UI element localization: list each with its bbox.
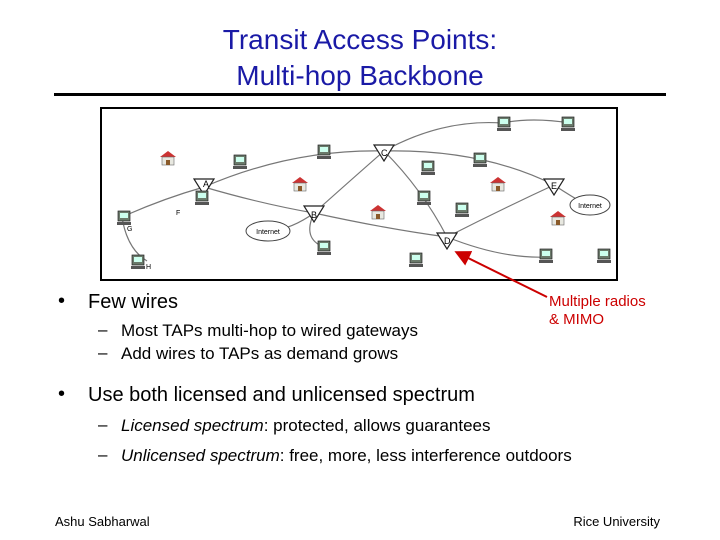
callout-line-2: & MIMO [549, 311, 604, 328]
title-line-1: Transit Access Points: [222, 24, 498, 55]
sub-dash-4: – [98, 445, 108, 464]
bullet-dot-1: • [58, 290, 66, 312]
bullet-dot-2: • [58, 383, 66, 405]
slide-title: Transit Access Points: Multi-hop Backbon… [0, 22, 720, 94]
unlicensed-term: Unlicensed spectrum [121, 446, 280, 465]
tap-nodes [192, 144, 566, 251]
internet-cloud-right [569, 194, 611, 216]
callout-line-1: Multiple radios [549, 293, 646, 310]
footer-institution: Rice University [573, 514, 660, 529]
node-label-c: C [381, 148, 388, 158]
internet-label-right: Internet [578, 203, 602, 210]
footer-author: Ashu Sabharwal [55, 514, 150, 529]
title-line-2: Multi-hop Backbone [236, 60, 484, 91]
bullet-2-sub-2: Unlicensed spectrum: free, more, less in… [121, 445, 572, 467]
bullet-1-sub-1: Most TAPs multi-hop to wired gateways [121, 321, 418, 340]
bullet-1-sub-2: Add wires to TAPs as demand grows [121, 344, 399, 363]
node-label-a: A [203, 179, 209, 189]
node-label-d: D [444, 236, 451, 246]
bullet-2-sub-1: Licensed spectrum: protected, allows gua… [121, 415, 491, 437]
node-label-e: E [551, 181, 557, 191]
tap-b-icon [302, 205, 326, 224]
unlicensed-desc: : free, more, less interference outdoors [279, 446, 572, 465]
node-label-h: H [146, 264, 151, 271]
licensed-term: Licensed spectrum [121, 416, 264, 435]
sub-dash-1: – [98, 320, 108, 339]
sub-dash-2: – [98, 343, 108, 362]
tap-c-icon [372, 144, 396, 163]
tap-d-icon [435, 232, 459, 251]
title-rule [54, 93, 666, 96]
network-diagram-svg: Internet Internet A B C D E F G H [116, 116, 612, 271]
network-diagram: Internet Internet A B C D E F G H [100, 107, 618, 281]
internet-cloud-left [245, 220, 291, 242]
tap-e-icon [542, 178, 566, 197]
tap-a-icon [192, 178, 216, 197]
sub-dash-3: – [98, 415, 108, 434]
bullet-1-text: Few wires [88, 291, 179, 313]
mimo-callout: Multiple radios & MIMO [549, 293, 689, 329]
internet-label-left: Internet [256, 229, 280, 236]
node-label-f: F [176, 210, 180, 217]
bullet-2-text: Use both licensed and unlicensed spectru… [88, 384, 475, 406]
licensed-desc: : protected, allows guarantees [263, 416, 491, 435]
node-label-g: G [127, 226, 132, 233]
node-label-b: B [311, 210, 317, 220]
